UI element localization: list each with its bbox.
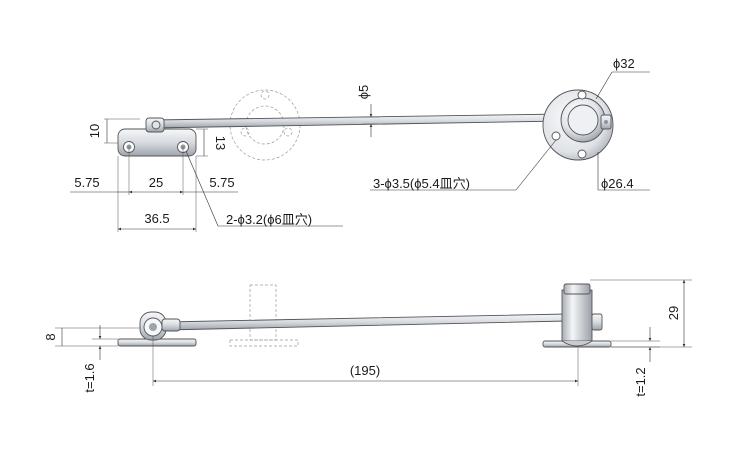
- top-rod: [145, 113, 566, 133]
- dim-rod-span: (195): [152, 336, 579, 386]
- dim-rod-diameter: ϕ5: [356, 85, 380, 137]
- callout-knob-diameter: ϕ32: [595, 56, 650, 100]
- callout-base-diameter: ϕ26.4: [597, 152, 650, 191]
- label-overall-height: 29: [666, 306, 681, 320]
- label-rod-diameter: ϕ5: [356, 85, 371, 100]
- dim-hole-spacing: 5.75 25 5.75: [70, 175, 238, 194]
- dim-bracket-thickness: t=1.6: [82, 325, 118, 393]
- label-base-holes: 3-ϕ3.5(ϕ5.4皿穴): [373, 176, 470, 191]
- dim-overall-height: 29: [590, 279, 692, 348]
- label-side-bracket-height: 8: [43, 333, 58, 340]
- label-bracket-thickness: t=1.6: [82, 363, 97, 392]
- top-knob-base: [542, 89, 614, 161]
- side-ghost-knob: [229, 284, 299, 347]
- side-knob: [542, 283, 612, 348]
- side-view: 8 t=1.6 (195) t=1.2 2: [43, 279, 692, 397]
- top-view: 10 13 5.75 25 5.75 36.5: [70, 56, 650, 232]
- side-bracket: [117, 311, 197, 347]
- label-bracket-holes: 2-ϕ3.2(ϕ6皿穴): [226, 212, 312, 227]
- callout-bracket-holes: 2-ϕ3.2(ϕ6皿穴): [185, 150, 343, 227]
- label-overall-length: 36.5: [144, 211, 169, 226]
- side-rod: [161, 313, 568, 332]
- dim-bracket-width: 13: [196, 128, 228, 157]
- label-rod-span: (195): [350, 363, 380, 378]
- label-hole-pitch: 25: [149, 175, 163, 190]
- label-edge-right: 5.75: [209, 175, 234, 190]
- label-bracket-height: 10: [87, 124, 102, 138]
- dim-base-thickness: t=1.2: [611, 327, 660, 397]
- label-base-diameter: ϕ26.4: [601, 176, 634, 191]
- label-edge-left: 5.75: [74, 175, 99, 190]
- callout-base-holes: 3-ϕ3.5(ϕ5.4皿穴): [370, 139, 557, 191]
- top-bracket: [117, 128, 197, 157]
- dim-bracket-height: 10: [87, 118, 140, 144]
- label-base-thickness: t=1.2: [633, 367, 648, 396]
- dim-overall-length: 36.5: [118, 211, 196, 231]
- label-bracket-width: 13: [213, 136, 228, 150]
- label-knob-diameter: ϕ32: [613, 56, 635, 71]
- dim-side-bracket-height: 8: [43, 327, 140, 347]
